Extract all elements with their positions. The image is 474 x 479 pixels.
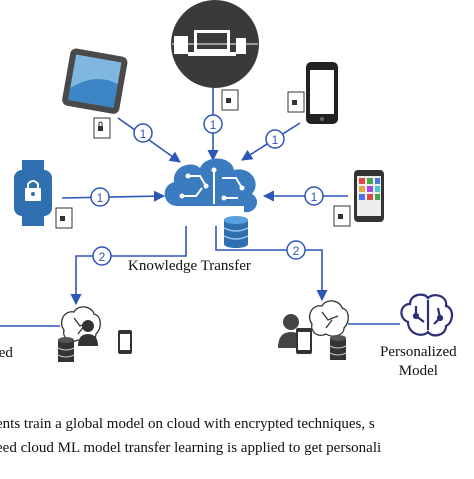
step-1-circle-smartphone: 1 (304, 186, 324, 206)
right-client-database-icon (329, 335, 347, 360)
step-2-markers: 2 2 (92, 240, 306, 266)
personalized-model-brain-icon (400, 293, 454, 337)
cloud-database-icon (223, 216, 249, 248)
step-2-number-2: 2 (293, 244, 300, 258)
smartwatch-icon (14, 160, 52, 226)
partial-left-label: zed (0, 345, 13, 361)
step-1-number-1: 1 (140, 127, 147, 141)
caption-line-2: eed cloud ML model transfer learning is … (0, 440, 382, 456)
tablet-lock-doc-icon (93, 117, 111, 139)
step-1-circle-tablet: 1 (133, 123, 153, 143)
watch-lock-doc-icon (55, 207, 73, 229)
arrow-transfer-left (70, 226, 187, 306)
left-client-user-icon (78, 320, 98, 346)
phone-icon (306, 62, 338, 124)
personalized-model-label-line2: Model (398, 363, 438, 379)
knowledge-transfer-label: Knowledge Transfer (128, 258, 251, 274)
step-1-number-5: 1 (311, 190, 318, 204)
right-client-phone-icon (296, 328, 312, 354)
arrow-transfer-right (215, 226, 328, 302)
right-client-brain-icon (308, 300, 349, 337)
step-1-circle-laptop: 1 (203, 114, 223, 134)
step-1-number-2: 1 (210, 118, 217, 132)
step-1-markers: 1 1 1 1 1 (90, 114, 324, 207)
caption-line-1: ents train a global model on cloud with … (0, 416, 375, 432)
tablet-icon (62, 48, 128, 114)
laptop-devices-icon (171, 0, 259, 88)
phone-lock-doc-icon (287, 91, 305, 113)
smartphone-lock-doc-icon (333, 205, 351, 227)
step-1-number-4: 1 (97, 191, 104, 205)
smartphone-apps-icon (354, 170, 384, 222)
personalized-model-label-line1: Personalized (380, 344, 457, 360)
step-2-circle-left: 2 (92, 246, 112, 266)
cloud-brain-icon (164, 158, 258, 213)
left-client-database-icon (57, 337, 75, 362)
step-1-circle-watch: 1 (90, 187, 110, 207)
left-client-phone-icon (118, 330, 132, 354)
transfer-arrows (70, 226, 328, 306)
step-2-circle-right: 2 (286, 240, 306, 260)
step-2-number-1: 2 (99, 250, 106, 264)
step-1-number-3: 1 (272, 133, 279, 147)
personalized-model-label: Personalized Model (380, 343, 457, 381)
laptop-lock-doc-icon (221, 89, 239, 111)
arrow-watch-to-cloud (61, 190, 166, 202)
step-1-circle-phone: 1 (265, 129, 285, 149)
